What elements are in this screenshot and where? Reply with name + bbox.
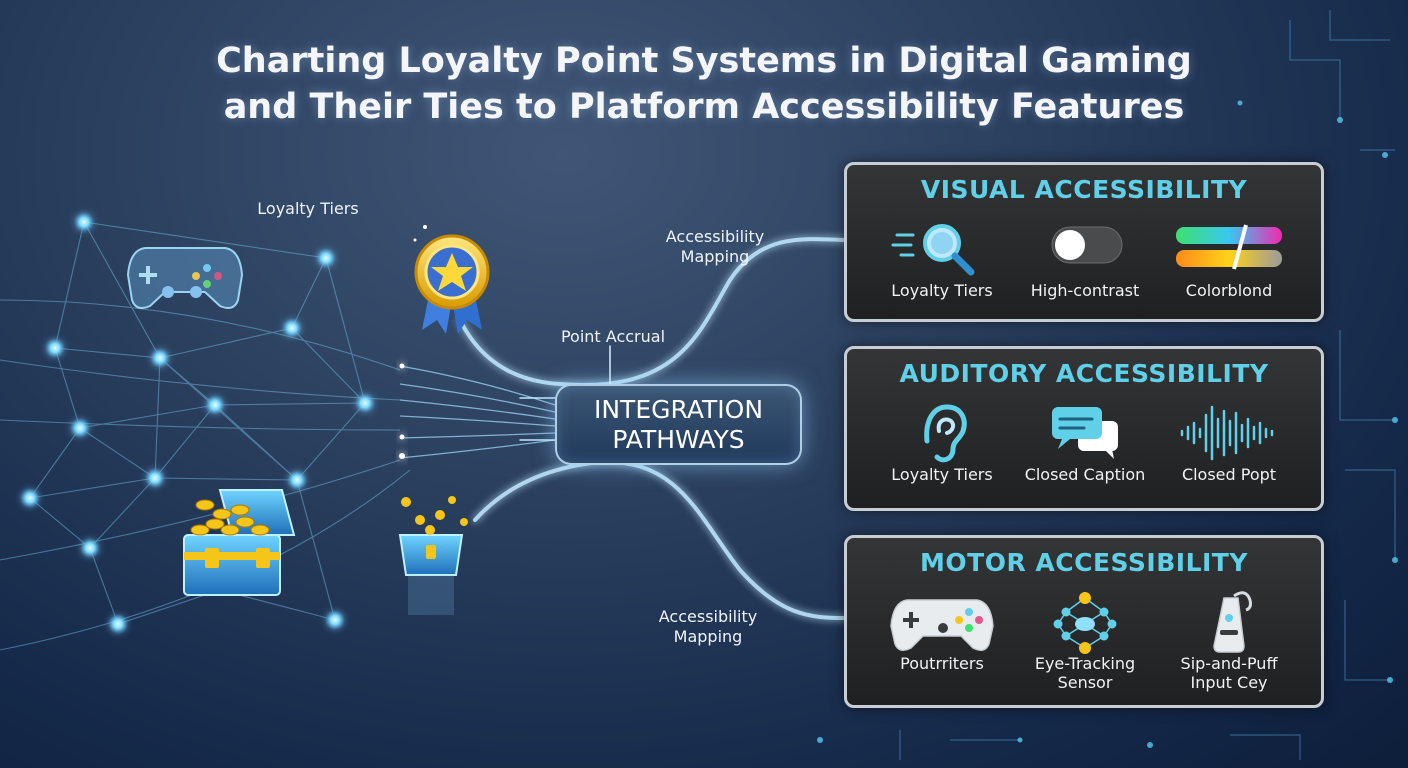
motor-item-gamepad: Poutrriters <box>867 590 1017 700</box>
star-badge-icon <box>413 225 490 334</box>
loyalty-tiers-label: Loyalty Tiers <box>257 199 359 218</box>
title-line-2: and Their Ties to Platform Accessibility… <box>223 87 1185 127</box>
title-line-1: Charting Loyalty Point Systems in Digita… <box>216 41 1192 81</box>
fiber-bundle <box>399 365 556 459</box>
sip-puff-icon <box>1213 591 1252 653</box>
motor-item-1-label: Poutrriters <box>867 654 1017 673</box>
visual-item-3-label: Colorblond <box>1185 281 1273 300</box>
point-accrual-label: Point Accrual <box>560 327 666 346</box>
visual-item-2-label: High-contrast <box>1030 281 1140 300</box>
gamepad-icon <box>890 599 994 651</box>
accessibility-mapping-top-label: Accessibility Mapping <box>645 227 785 267</box>
auditory-item-1-label: Loyalty Tiers <box>891 465 993 484</box>
visual-panel-title: VISUAL ACCESSIBILITY <box>920 175 1248 204</box>
color-bars-icon <box>1176 224 1282 270</box>
visual-accessibility-panel: VISUAL ACCESSIBILITY Loyalty Tiers High-… <box>844 162 1324 322</box>
motor-item-3-label: Sip-and-Puff Input Cey <box>1154 654 1304 692</box>
accessibility-mapping-bottom-line-1: Accessibility <box>658 607 758 626</box>
motor-item-3-line-1: Sip-and-Puff <box>1180 654 1278 673</box>
hub-line-1: INTEGRATION <box>593 394 764 424</box>
gamepad-hologram-icon <box>126 247 244 309</box>
motor-accessibility-panel: MOTOR ACCESSIBILITY Poutrriters <box>844 535 1324 708</box>
motor-item-2-line-1: Eye-Tracking <box>1034 654 1136 673</box>
auditory-item-loyalty-tiers: Loyalty Tiers <box>867 401 1017 496</box>
auditory-item-3-label: Closed Popt <box>1181 465 1277 484</box>
auditory-accessibility-panel: AUDITORY ACCESSIBILITY Loyalty Tiers Clo… <box>844 346 1324 511</box>
speech-bubbles-icon <box>1052 407 1118 459</box>
auditory-panel-title: AUDITORY ACCESSIBILITY <box>899 359 1269 388</box>
accessibility-mapping-bottom-label: Accessibility Mapping <box>638 607 778 647</box>
motor-item-3-line-2: Input Cey <box>1190 673 1268 692</box>
motor-item-eye-tracking: Eye-Tracking Sensor <box>1010 590 1160 700</box>
pathways <box>458 237 847 620</box>
fiber-sparks <box>399 363 405 459</box>
treasure-chest-icon <box>183 489 296 596</box>
visual-item-colorblind: Colorblond <box>1154 217 1304 307</box>
integration-pathways-hub: INTEGRATION PATHWAYS <box>555 384 802 465</box>
circuit-dots <box>817 100 1398 748</box>
visual-item-high-contrast: High-contrast <box>1010 217 1160 307</box>
sound-wave-icon <box>1180 405 1274 461</box>
toggle-icon <box>1051 226 1123 264</box>
visual-item-1-label: Loyalty Tiers <box>891 281 993 300</box>
circuit-traces <box>899 10 1396 760</box>
motor-item-2-label: Eye-Tracking Sensor <box>1010 654 1160 692</box>
ear-icon <box>924 404 967 463</box>
motor-item-2-line-2: Sensor <box>1057 673 1113 692</box>
accessibility-mapping-top-line-2: Mapping <box>680 247 750 266</box>
page-title: Charting Loyalty Point Systems in Digita… <box>0 38 1408 130</box>
motor-item-1-line-1: Poutrriters <box>900 654 984 673</box>
visual-item-loyalty-tiers: Loyalty Tiers <box>867 217 1017 307</box>
coin-chest-icon <box>398 496 468 615</box>
accessibility-mapping-bottom-line-2: Mapping <box>673 627 743 646</box>
network-nodes <box>20 212 375 634</box>
auditory-item-closed-caption: Closed Caption <box>1010 401 1160 496</box>
auditory-item-2-label: Closed Caption <box>1024 465 1146 484</box>
accessibility-mapping-top-line-1: Accessibility <box>665 227 765 246</box>
motor-panel-title: MOTOR ACCESSIBILITY <box>920 548 1248 577</box>
auditory-item-closed-popt: Closed Popt <box>1154 401 1304 496</box>
motor-item-sip-and-puff: Sip-and-Puff Input Cey <box>1154 590 1304 700</box>
eye-tracking-icon <box>1053 592 1117 654</box>
hub-line-2: PATHWAYS <box>612 424 745 454</box>
magnifier-icon <box>891 224 975 276</box>
